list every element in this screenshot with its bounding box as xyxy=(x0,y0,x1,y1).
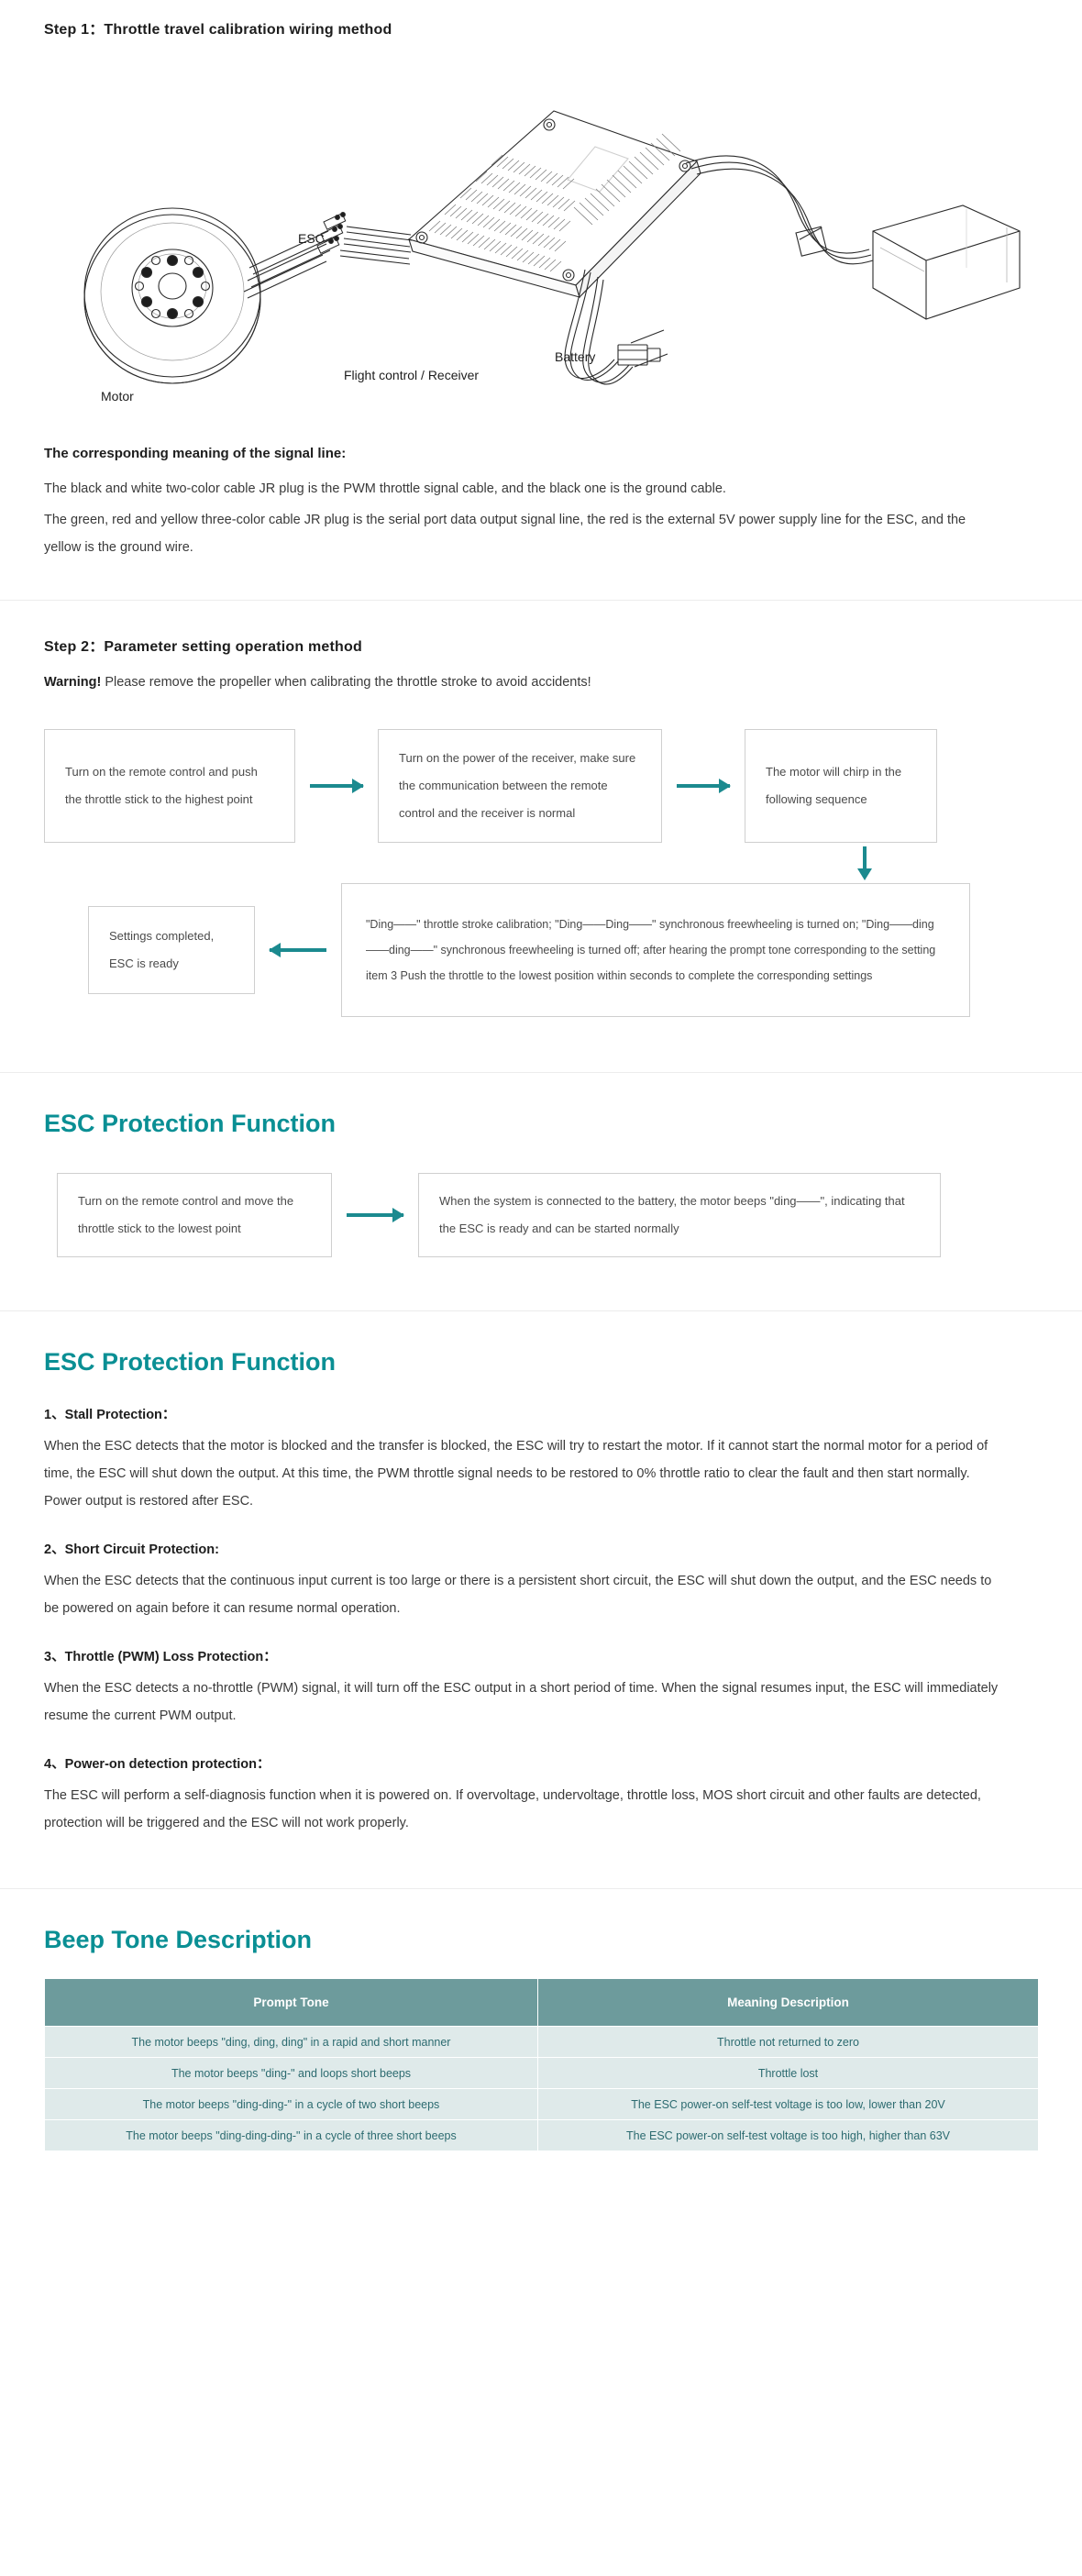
protection-item-body: The ESC will perform a self-diagnosis fu… xyxy=(44,1788,981,1830)
protection-flow-row: Turn on the remote control and move the … xyxy=(0,1173,1082,1257)
label-receiver: Flight control / Receiver xyxy=(344,368,480,382)
protection-item-title: 4、Power-on detection protection： xyxy=(44,1757,270,1772)
beep-section: Beep Tone Description xyxy=(0,1889,1082,1954)
arrow-head xyxy=(857,868,872,880)
label-motor: Motor xyxy=(101,389,134,404)
flow-box-5: Settings completed, ESC is ready xyxy=(88,906,255,994)
flow-box-4: "Ding——" throttle stroke calibration; "D… xyxy=(341,883,970,1017)
beep-cell-meaning: The ESC power-on self-test voltage is to… xyxy=(537,2088,1039,2120)
flow-arrow-2 xyxy=(677,779,731,793)
protection-flow-heading: ESC Protection Function xyxy=(44,1110,337,1137)
flow-arrow-1 xyxy=(310,779,364,793)
protection-flow-box-1-text: Turn on the remote control and move the … xyxy=(78,1194,294,1235)
protection-flow-arrow xyxy=(347,1208,404,1222)
protection-item-body: When the ESC detects a no-throttle (PWM)… xyxy=(44,1681,999,1723)
arrow-shaft xyxy=(310,784,363,788)
arrow-shaft xyxy=(270,948,326,952)
flow-box-5-text: Settings completed, ESC is ready xyxy=(109,929,215,970)
protection-list-heading: ESC Protection Function xyxy=(44,1348,337,1376)
flow-box-1-text: Turn on the remote control and push the … xyxy=(65,765,258,806)
beep-cell-tone: The motor beeps "ding, ding, ding" in a … xyxy=(44,2026,538,2058)
arrow-shaft xyxy=(347,1213,403,1217)
label-esc: ESC xyxy=(298,231,325,246)
protection-item-title: 2、Short Circuit Protection: xyxy=(44,1542,219,1557)
flow-box-4-text: "Ding——" throttle stroke calibration; "D… xyxy=(366,918,936,982)
manual-page: Step 1：Throttle travel calibration wirin… xyxy=(0,0,1082,2216)
protection-item: 2、Short Circuit Protection: When the ESC… xyxy=(44,1539,1038,1622)
step2-title: Step 2：Parameter setting operation metho… xyxy=(44,639,362,655)
divider-4 xyxy=(0,1888,1082,1889)
flow-arrow-down xyxy=(857,846,872,880)
signal-line-paragraph-2: The green, red and yellow three-color ca… xyxy=(44,513,966,555)
beep-cell-meaning: The ESC power-on self-test voltage is to… xyxy=(537,2119,1039,2151)
beep-table: Prompt Tone Meaning Description The moto… xyxy=(44,1978,1039,2151)
table-row: The motor beeps "ding, ding, ding" in a … xyxy=(44,2026,1039,2058)
beep-heading: Beep Tone Description xyxy=(44,1926,313,1953)
signal-line-section: The corresponding meaning of the signal … xyxy=(0,437,1082,561)
protection-flow-box-1: Turn on the remote control and move the … xyxy=(57,1173,332,1257)
beep-col-prompt-tone: Prompt Tone xyxy=(44,1978,538,2027)
warning-text: Please remove the propeller when calibra… xyxy=(101,675,591,690)
beep-cell-tone: The motor beeps "ding-" and loops short … xyxy=(44,2057,538,2089)
beep-cell-meaning: Throttle lost xyxy=(537,2057,1039,2089)
flow-box-3: The motor will chirp in the following se… xyxy=(745,729,937,843)
arrow-head xyxy=(719,779,731,793)
arrow-shaft xyxy=(863,846,867,874)
beep-cell-tone: The motor beeps "ding-ding-" in a cycle … xyxy=(44,2088,538,2120)
arrow-head xyxy=(392,1208,404,1222)
step2-section: Step 2：Parameter setting operation metho… xyxy=(0,601,1082,696)
arrow-head xyxy=(269,943,281,957)
protection-flow-box-2: When the system is connected to the batt… xyxy=(418,1173,941,1257)
flow-arrow-3 xyxy=(269,943,326,957)
table-row: The motor beeps "ding-ding-ding-" in a c… xyxy=(44,2119,1039,2151)
warning-label: Warning! xyxy=(44,675,102,690)
protection-item: 3、Throttle (PWM) Loss Protection： When t… xyxy=(44,1646,1038,1730)
divider-2 xyxy=(0,1072,1082,1073)
step2-flow-down-arrow-wrap xyxy=(0,843,1082,883)
wiring-diagram-svg xyxy=(83,110,1021,385)
table-row: The motor beeps "ding-ding-" in a cycle … xyxy=(44,2088,1039,2120)
signal-line-heading: The corresponding meaning of the signal … xyxy=(44,446,347,461)
beep-cell-tone: The motor beeps "ding-ding-ding-" in a c… xyxy=(44,2119,538,2151)
step2-flow-row-2: Settings completed, ESC is ready "Ding——… xyxy=(0,883,1082,1017)
step2-flow-row-1: Turn on the remote control and push the … xyxy=(0,729,1082,843)
flow-box-1: Turn on the remote control and push the … xyxy=(44,729,295,843)
beep-cell-meaning: Throttle not returned to zero xyxy=(537,2026,1039,2058)
table-row: The motor beeps "ding-" and loops short … xyxy=(44,2057,1039,2089)
protection-item-title: 3、Throttle (PWM) Loss Protection： xyxy=(44,1650,277,1664)
protection-item: 1、Stall Protection： When the ESC detects… xyxy=(44,1404,1038,1515)
beep-table-header-row: Prompt Tone Meaning Description xyxy=(44,1978,1039,2027)
protection-item-body: When the ESC detects that the continuous… xyxy=(44,1574,992,1616)
flow-box-2: Turn on the power of the receiver, make … xyxy=(378,729,662,843)
step1-title: Step 1：Throttle travel calibration wirin… xyxy=(44,22,392,38)
protection-flow-box-2-text: When the system is connected to the batt… xyxy=(439,1194,905,1235)
protection-item-title: 1、Stall Protection： xyxy=(44,1408,176,1422)
arrow-head xyxy=(352,779,364,793)
protection-list-section: ESC Protection Function 1、Stall Protecti… xyxy=(0,1311,1082,1837)
beep-col-meaning: Meaning Description xyxy=(537,1978,1039,2027)
protection-item: 4、Power-on detection protection： The ESC… xyxy=(44,1753,1038,1837)
beep-table-wrap: Prompt Tone Meaning Description The moto… xyxy=(0,1978,1082,2216)
step2-warning: Warning! Please remove the propeller whe… xyxy=(44,669,1038,696)
protection-flow-section: ESC Protection Function xyxy=(0,1073,1082,1138)
wiring-diagram: ESC Motor Flight control / Receiver Batt… xyxy=(0,51,1082,437)
flow-box-2-text: Turn on the power of the receiver, make … xyxy=(399,751,636,820)
label-battery: Battery xyxy=(555,349,596,364)
step1-section: Step 1：Throttle travel calibration wirin… xyxy=(0,0,1082,39)
signal-line-paragraph-1: The black and white two-color cable JR p… xyxy=(44,481,726,496)
flow-box-3-text: The motor will chirp in the following se… xyxy=(766,765,902,806)
arrow-shaft xyxy=(677,784,730,788)
divider-1 xyxy=(0,600,1082,601)
divider-3 xyxy=(0,1310,1082,1311)
protection-item-body: When the ESC detects that the motor is b… xyxy=(44,1439,988,1509)
